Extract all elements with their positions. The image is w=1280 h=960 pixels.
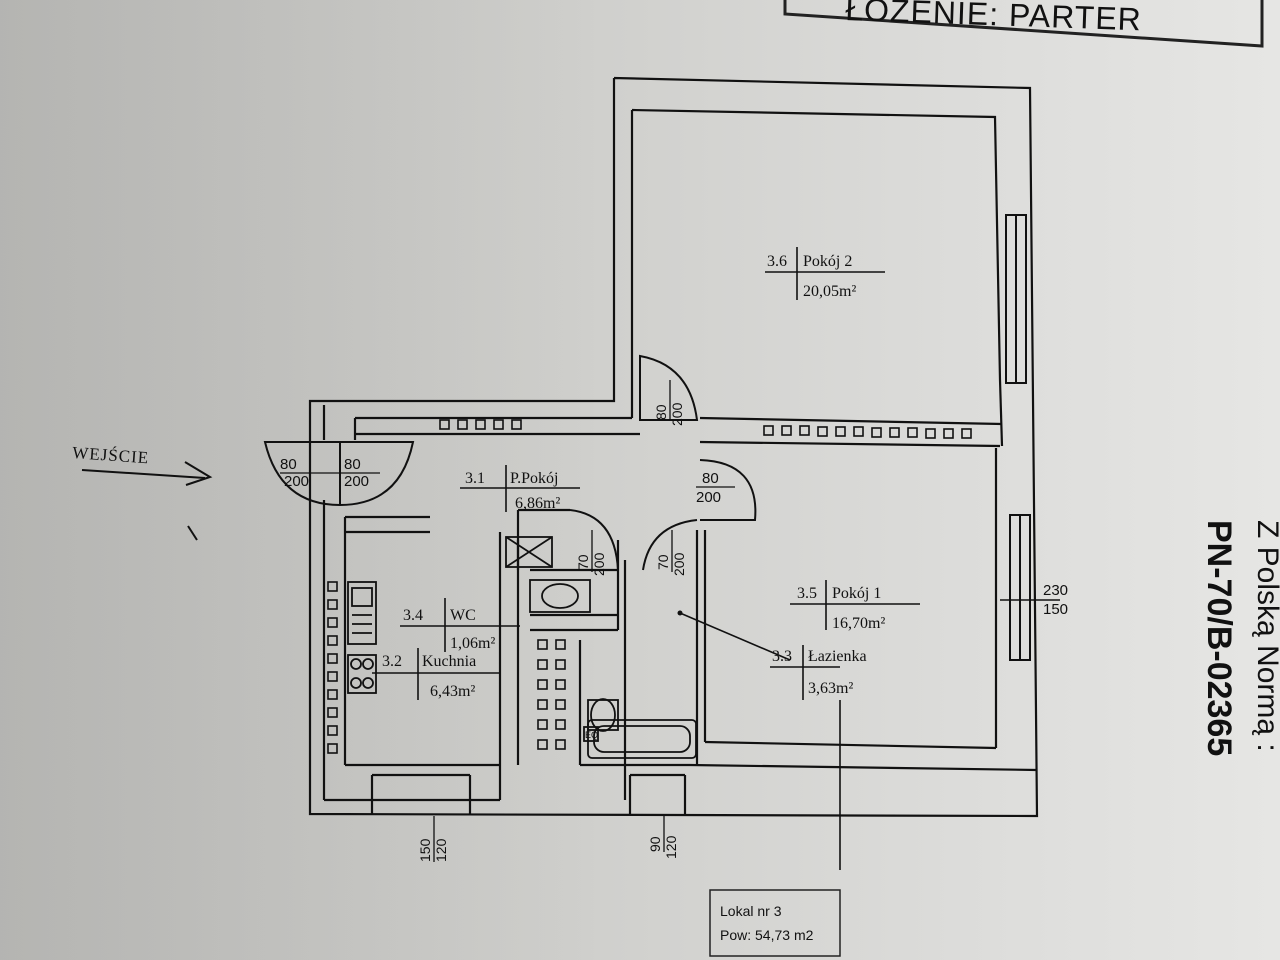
header-title: ŁOŻENIE: PARTER xyxy=(845,0,1143,37)
kitchen-fixtures xyxy=(347,581,377,694)
vent-ducts xyxy=(327,419,972,754)
room-name-lazienka: Łazienka xyxy=(808,648,867,665)
door-entrance-right-height: 200 xyxy=(344,473,369,490)
window-pokoj1-height: 150 xyxy=(1043,601,1068,618)
side-note: Z Polską Normą : PN-70/B-02365 xyxy=(1200,520,1280,756)
room-number-p-pokoj: 3.1 xyxy=(465,470,485,487)
room-name-kuchnia: Kuchnia xyxy=(422,653,476,670)
room-labels: 3.6 Pokój 2 20,05m² 3.1 P.Pokój 6,86m² 3… xyxy=(382,253,885,700)
walls xyxy=(308,76,1039,818)
door-entrance-left-height: 200 xyxy=(284,473,309,490)
room-name-p-pokoj: P.Pokój xyxy=(510,470,558,487)
room-number-pokoj2: 3.6 xyxy=(767,253,787,270)
door-entrance-left-width: 80 xyxy=(280,456,297,473)
side-note-line1: Z Polską Normą : xyxy=(1251,520,1280,752)
side-note-line2: PN-70/B-02365 xyxy=(1200,520,1238,756)
room-name-pokoj2: Pokój 2 xyxy=(803,253,852,270)
window-kuchnia-width: 150 xyxy=(417,838,433,862)
door-pokoj2-height: 200 xyxy=(669,402,685,426)
door-pokoj1-height: 200 xyxy=(696,489,721,506)
room-area-pokoj1: 16,70m² xyxy=(832,615,885,632)
room-area-kuchnia: 6,43m² xyxy=(430,683,475,700)
room-number-kuchnia: 3.2 xyxy=(382,653,402,670)
room-number-pokoj1: 3.5 xyxy=(797,585,817,602)
header-box: ŁOŻENIE: PARTER xyxy=(783,0,1264,48)
room-number-wc: 3.4 xyxy=(403,607,423,624)
window-pokoj1-width: 230 xyxy=(1043,582,1068,599)
door-entrance-right-width: 80 xyxy=(344,456,361,473)
door-lazienka-height: 200 xyxy=(671,552,687,576)
door-lazienka-width: 70 xyxy=(655,554,671,570)
door-wc-height: 200 xyxy=(591,552,607,576)
door-wc-width: 70 xyxy=(575,554,591,570)
room-number-lazienka: 3.3 xyxy=(772,648,792,665)
room-area-lazienka: 3,63m² xyxy=(808,680,853,697)
right-windows xyxy=(1005,214,1031,661)
entrance-marker: WEJŚCIE xyxy=(72,443,213,541)
summary-line1: Lokal nr 3 xyxy=(720,903,782,919)
room-name-wc: WC xyxy=(450,607,476,624)
entrance-label: WEJŚCIE xyxy=(72,443,150,467)
window-lazienka-height: 120 xyxy=(663,835,679,859)
doors xyxy=(263,354,757,571)
bathroom-fixtures xyxy=(505,536,697,759)
summary-box: Lokal nr 3 Pow: 54,73 m2 xyxy=(709,889,841,957)
room-area-wc: 1,06m² xyxy=(450,635,495,652)
heater-label: EQ xyxy=(585,730,598,740)
lazienka-leader-dot xyxy=(677,610,683,616)
room-area-pokoj2: 20,05m² xyxy=(803,283,856,300)
window-kuchnia-height: 120 xyxy=(433,838,449,862)
door-pokoj1-width: 80 xyxy=(702,470,719,487)
dimension-labels: 80 200 80 200 80 200 80 200 70 200 70 20… xyxy=(280,380,1068,862)
room-name-pokoj1: Pokój 1 xyxy=(832,585,881,602)
room-area-p-pokoj: 6,86m² xyxy=(515,495,560,512)
summary-line2: Pow: 54,73 m2 xyxy=(720,927,814,943)
label-rules xyxy=(372,247,1060,870)
door-pokoj2-width: 80 xyxy=(653,404,669,420)
window-lazienka-width: 90 xyxy=(647,836,663,852)
